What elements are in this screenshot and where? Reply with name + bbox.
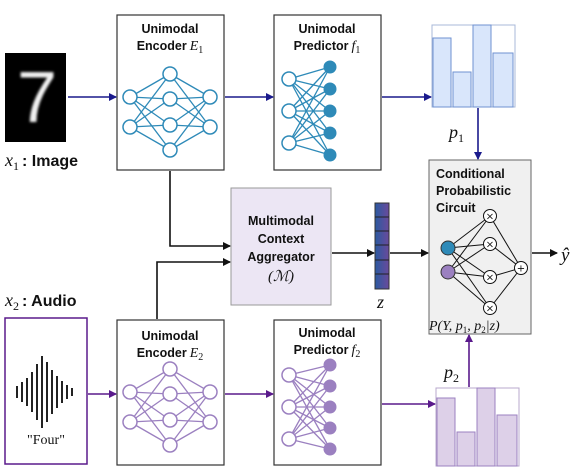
audio-caption: "Four"	[27, 433, 65, 448]
network-node	[162, 66, 178, 82]
encoder1-network	[122, 66, 218, 158]
encoder2-network	[122, 361, 218, 453]
circuit-title-line3: Circuit	[436, 201, 476, 215]
network-node	[202, 414, 218, 430]
output-node	[323, 60, 337, 74]
p2-bar	[496, 414, 518, 467]
output-node	[323, 148, 337, 162]
p2-bar	[456, 431, 476, 467]
network-node	[162, 117, 178, 133]
circuit-input-node	[440, 240, 456, 256]
predictor1-network	[281, 60, 337, 162]
sum-symbol: +	[517, 264, 525, 275]
predictor2-network	[281, 358, 337, 456]
mnist-digit: 7	[17, 58, 57, 138]
p1-histogram	[431, 24, 516, 108]
output-node	[323, 400, 337, 414]
network-node	[202, 384, 218, 400]
network-node	[281, 399, 297, 415]
aggregator-title-line1: Multimodal	[248, 214, 314, 228]
p1-bar	[432, 37, 452, 108]
network-node	[162, 412, 178, 428]
circuit-formula: P(Y, p1, p2|z)	[428, 319, 500, 335]
z-vector	[374, 202, 390, 290]
arrows	[68, 93, 558, 408]
product-node	[483, 301, 497, 315]
circuit-network: × × × × +	[440, 209, 528, 315]
encoder1-title-line1: Unimodal	[142, 22, 199, 36]
output-node	[323, 104, 337, 118]
p1-bar	[452, 71, 472, 108]
sum-node	[514, 261, 528, 275]
product-node	[483, 209, 497, 223]
network-node	[281, 431, 297, 447]
p1-label: p1	[447, 122, 464, 145]
product-node	[483, 237, 497, 251]
network-node	[162, 142, 178, 158]
arrow-encoder1-to-aggregator	[169, 171, 231, 250]
output-node	[323, 379, 337, 393]
product-symbol: ×	[486, 273, 494, 284]
arrow-encoder2-to-aggregator	[156, 258, 231, 319]
output-node	[323, 442, 337, 456]
product-symbol: ×	[486, 240, 494, 251]
aggregator-box	[230, 187, 332, 306]
product-symbol: ×	[486, 212, 494, 223]
input-image: 7	[5, 53, 66, 142]
network-node	[162, 91, 178, 107]
predictor1-title-line1: Unimodal	[299, 22, 356, 36]
output-node	[323, 126, 337, 140]
product-symbol: ×	[486, 304, 494, 315]
aggregator-title-line3: Aggregator	[247, 250, 315, 264]
network-node	[281, 71, 297, 87]
network-node	[162, 437, 178, 453]
p2-histogram	[435, 387, 520, 467]
p1-bar	[492, 52, 514, 108]
network-node	[122, 414, 138, 430]
p2-bar	[436, 397, 456, 467]
z-bar	[374, 202, 390, 290]
audio-waveform	[16, 356, 73, 428]
p2-bar	[476, 387, 496, 467]
p2-label: p2	[442, 362, 459, 385]
network-node	[281, 103, 297, 119]
output-label: ŷ	[559, 245, 570, 266]
network-node	[162, 386, 178, 402]
aggregator-title-line2: Context	[258, 232, 305, 246]
input1-label: x1: Image	[4, 150, 78, 173]
network-node	[122, 119, 138, 135]
circuit-title-line2: Probabilistic	[436, 184, 511, 198]
network-node	[122, 89, 138, 105]
mnist-image	[5, 53, 66, 142]
input2-label: x2: Audio	[4, 290, 77, 313]
network-node	[162, 361, 178, 377]
product-node	[483, 270, 497, 284]
output-node	[323, 82, 337, 96]
circuit-title-line1: Conditional	[436, 167, 505, 181]
network-node	[122, 384, 138, 400]
output-node	[323, 421, 337, 435]
network-node	[281, 367, 297, 383]
aggregator-symbol: (ℳ)	[268, 269, 294, 285]
network-node	[202, 89, 218, 105]
encoder2-title-line1: Unimodal	[142, 329, 199, 343]
predictor2-title-line1: Unimodal	[299, 326, 356, 340]
network-node	[281, 135, 297, 151]
p1-bar	[472, 24, 492, 108]
output-node	[323, 358, 337, 372]
z-label: z	[376, 292, 384, 312]
circuit-input-node	[440, 264, 456, 280]
network-node	[202, 119, 218, 135]
